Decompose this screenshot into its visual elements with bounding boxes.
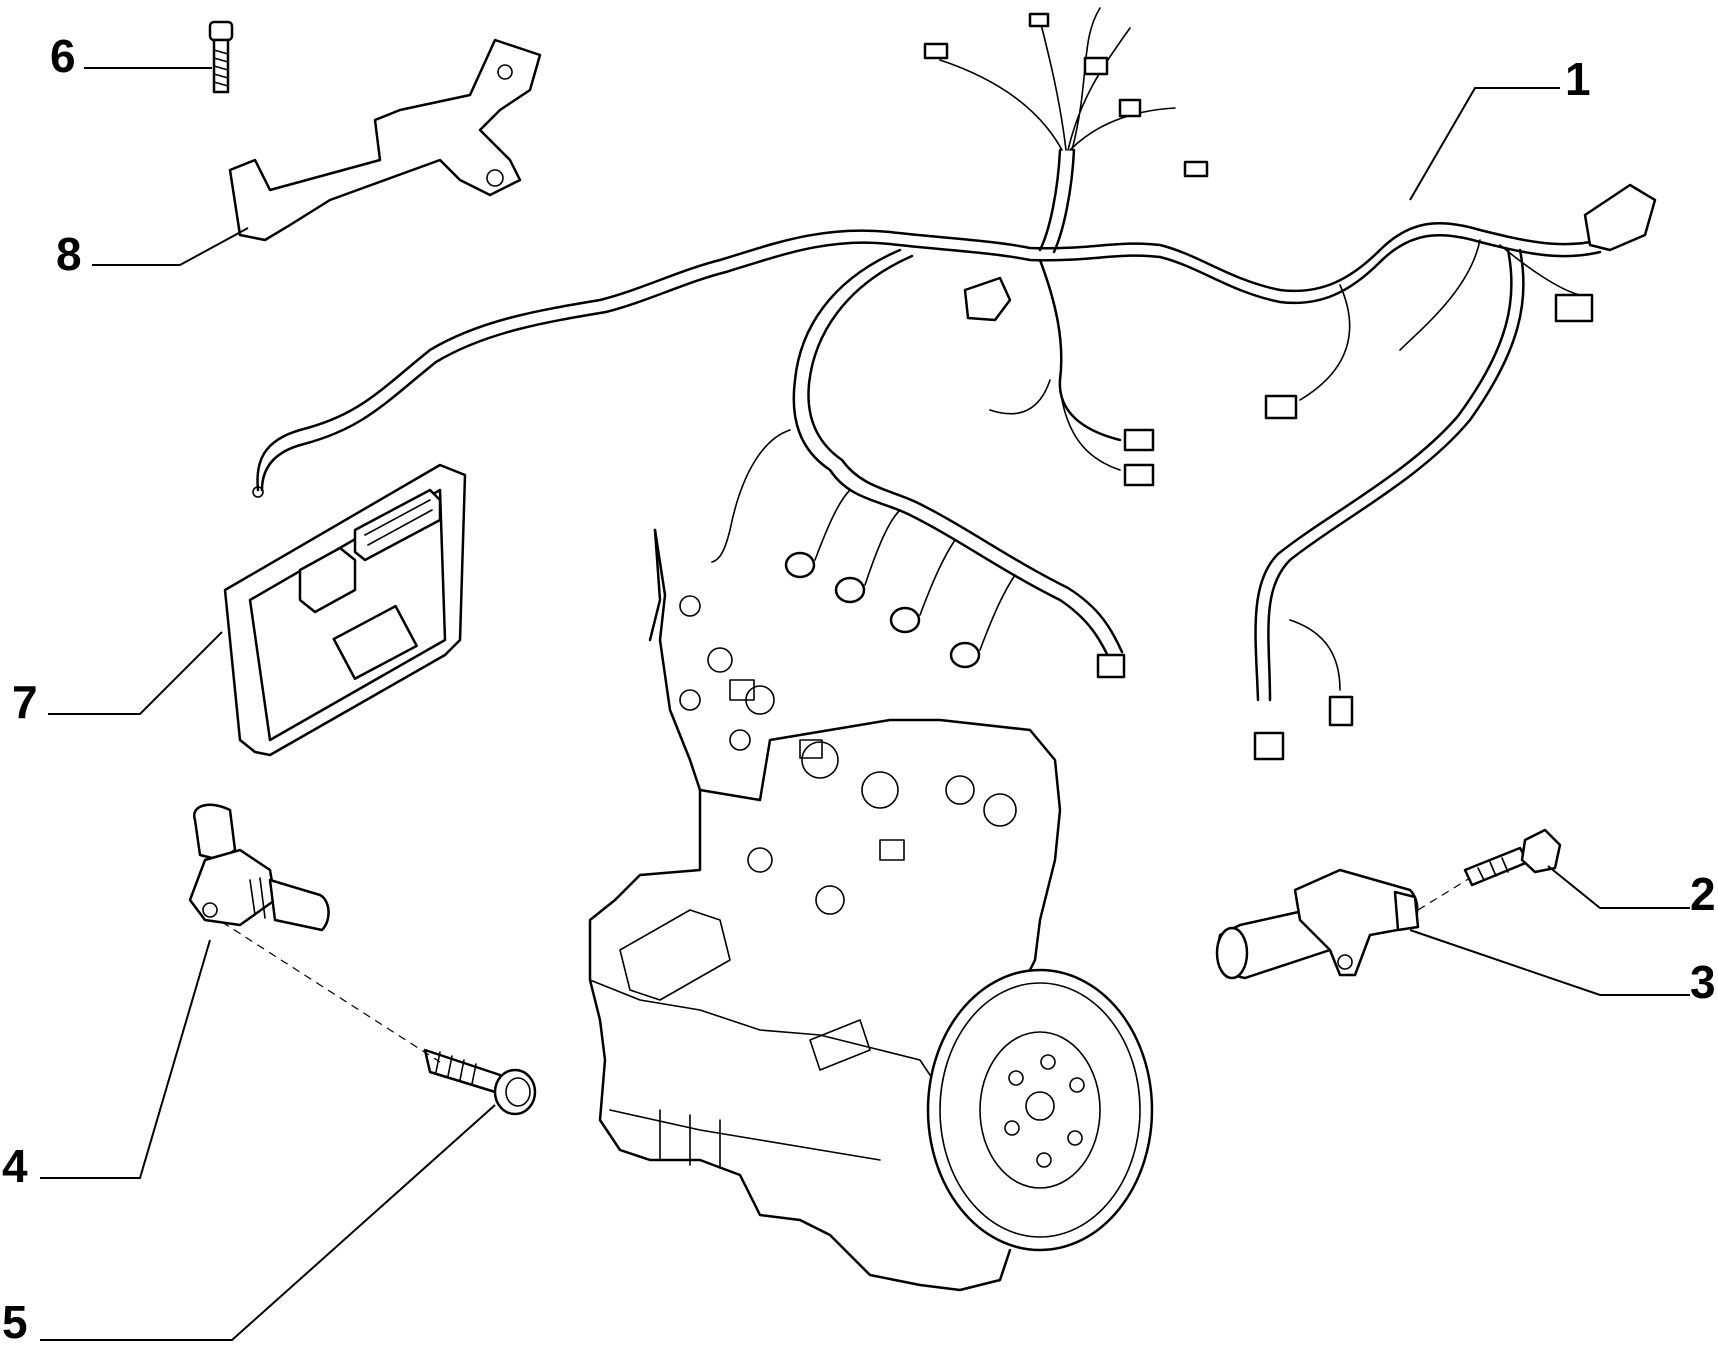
flywheel: [926, 968, 1154, 1252]
callout-2: 2: [1690, 868, 1716, 920]
bolt-2: [1463, 828, 1562, 887]
callout-8: 8: [56, 228, 82, 280]
wiring-harness: [252, 7, 1657, 761]
cylinder-head-ports: [679, 595, 1017, 915]
bolt-5: [423, 1048, 537, 1116]
bracket: [228, 38, 542, 242]
alignment-line-2-3: [1417, 877, 1471, 911]
callout-4: 4: [2, 1140, 28, 1192]
alignment-line-4-5: [221, 921, 441, 1063]
camshaft-position-sensor: [188, 803, 330, 932]
callout-6: 6: [50, 30, 76, 82]
leader-lines: [40, 67, 1690, 1341]
coil-connectors: [784, 489, 1126, 679]
callout-labels: 1 2 3 4 5 6 7 8: [2, 30, 1716, 1345]
callout-1: 1: [1565, 53, 1591, 105]
callout-7: 7: [12, 676, 38, 728]
crankshaft-position-sensor: [1215, 868, 1420, 980]
engine-control-unit: [223, 463, 467, 757]
engine-block: [588, 528, 1154, 1292]
screw: [208, 20, 234, 94]
callout-5: 5: [2, 1296, 28, 1345]
callout-3: 3: [1690, 956, 1716, 1008]
